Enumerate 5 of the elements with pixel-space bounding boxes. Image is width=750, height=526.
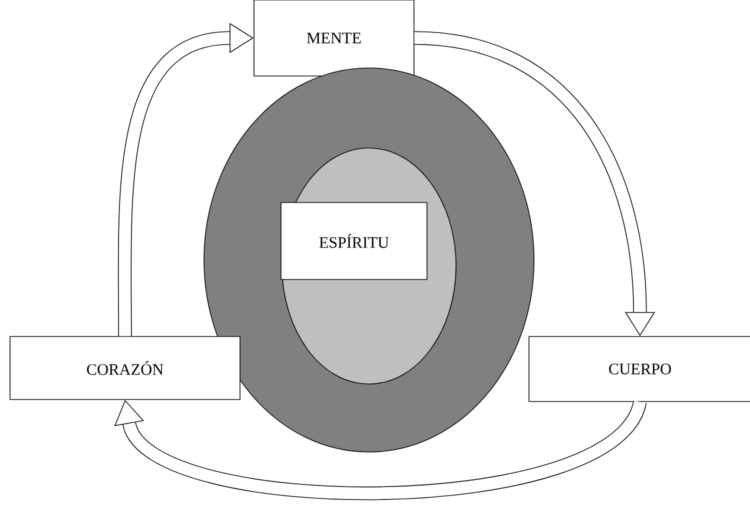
label-box: CORAZÓN <box>10 336 240 400</box>
label-box: ESPÍRITU <box>280 202 428 280</box>
label-box: MENTE <box>254 0 414 76</box>
label-box: CUERPO <box>528 336 750 402</box>
curved-arrow <box>114 398 646 500</box>
